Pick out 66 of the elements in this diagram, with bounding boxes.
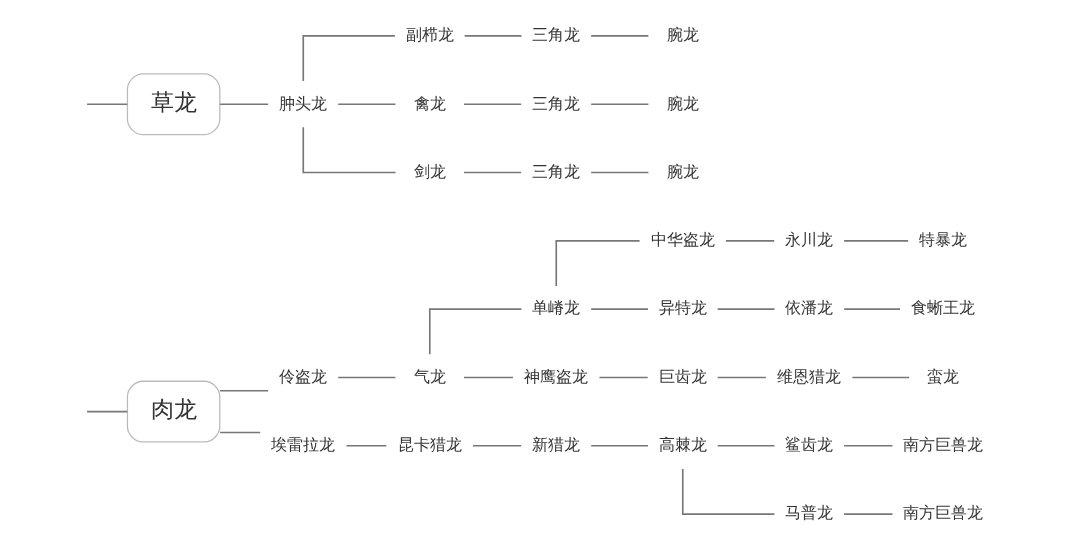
connector	[337, 103, 397, 106]
node-text: 高棘龙	[658, 435, 707, 455]
node-text: 埃雷拉龙	[271, 435, 336, 455]
node-text: 维恩猎龙	[777, 366, 842, 386]
node-text: 副栉龙	[405, 25, 454, 45]
node-text: 腕龙	[666, 161, 699, 181]
node-text: 肿头龙	[279, 93, 328, 113]
connector	[345, 444, 388, 447]
connector	[302, 35, 396, 82]
node-text: 巨齿龙	[658, 366, 707, 386]
connector	[843, 513, 894, 515]
node-text: 腕龙	[666, 25, 699, 45]
connector	[302, 126, 397, 174]
node-text: 单嵴龙	[532, 298, 581, 318]
connector	[86, 410, 129, 413]
node-text: 依潘龙	[785, 298, 834, 318]
connector	[843, 444, 894, 447]
connector	[463, 376, 514, 379]
connector	[590, 103, 650, 106]
connector	[428, 308, 523, 356]
node-text: 鲨齿龙	[785, 435, 834, 455]
connector	[590, 444, 649, 447]
connector	[472, 444, 523, 447]
connector	[716, 308, 776, 310]
node-text: 特暴龙	[919, 230, 968, 250]
connector	[337, 376, 397, 379]
node-text: 气龙	[413, 366, 446, 386]
node-text: 新猎龙	[532, 435, 581, 455]
connector	[86, 103, 129, 106]
node-box: 肉龙	[126, 380, 221, 443]
node-text: 蛮龙	[927, 366, 960, 386]
node-text: 伶盗龙	[279, 366, 328, 386]
connector	[843, 308, 901, 310]
connector	[598, 376, 649, 379]
node-text: 昆卡猎龙	[397, 435, 462, 455]
node-text: 食蜥王龙	[911, 298, 976, 318]
connector	[555, 240, 641, 287]
connector	[843, 240, 909, 242]
node-text: 神鹰盗龙	[524, 366, 589, 386]
connector	[681, 468, 776, 515]
connector	[219, 389, 269, 392]
connector	[590, 171, 650, 174]
node-text: 三角龙	[532, 93, 581, 113]
connector	[590, 308, 649, 310]
connector	[463, 35, 523, 37]
node-text: 异特龙	[658, 298, 707, 318]
connector	[590, 35, 650, 37]
connector	[716, 376, 767, 379]
node-text: 南方巨兽龙	[903, 435, 984, 455]
node-box: 草龙	[126, 73, 221, 136]
node-text: 剑龙	[413, 161, 446, 181]
connector	[716, 444, 776, 447]
node-text: 中华盗龙	[650, 230, 715, 250]
connector	[725, 240, 776, 242]
node-text: 三角龙	[532, 161, 581, 181]
node-text: 南方巨兽龙	[903, 503, 984, 523]
node-text: 永川龙	[785, 230, 834, 250]
node-text: 三角龙	[532, 25, 581, 45]
node-text: 马普龙	[785, 503, 834, 523]
connector	[219, 103, 269, 106]
connector	[463, 103, 522, 106]
connector	[851, 376, 910, 379]
node-text: 禽龙	[413, 93, 446, 113]
connector	[219, 431, 261, 434]
node-text: 腕龙	[666, 93, 699, 113]
connector	[463, 171, 522, 174]
